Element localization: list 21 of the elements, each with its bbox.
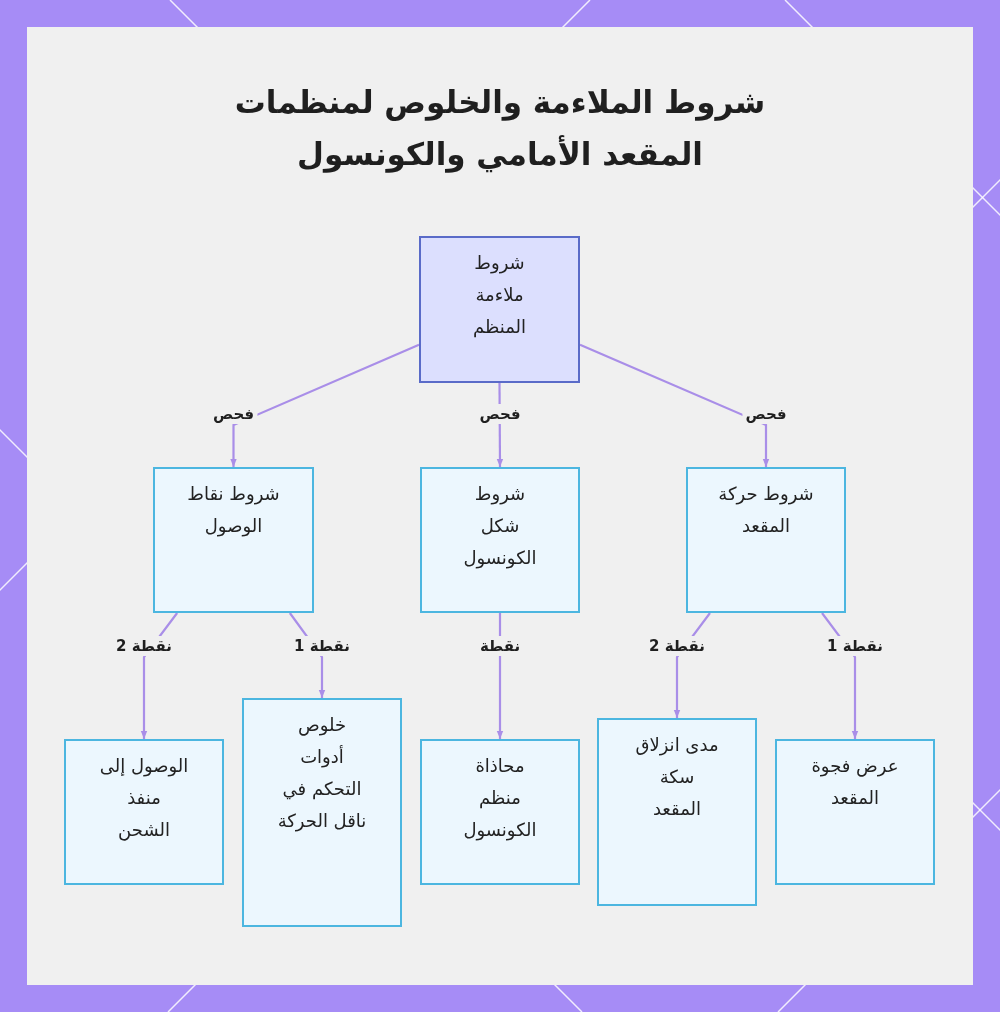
process-box: [64, 739, 224, 885]
process-box: [775, 739, 935, 885]
node-label: خلوص أدوات التحكم في ناقل الحركة: [276, 713, 368, 834]
node-label: شروط ملاءمة المنظم: [471, 251, 528, 340]
process-box: [153, 467, 314, 613]
node-label: شروط نقاط الوصول: [186, 482, 281, 539]
arrow: [230, 343, 420, 467]
node-label: الوصول إلى منفذ الشحن: [99, 754, 189, 843]
process-box: [420, 739, 580, 885]
process-box: [686, 467, 846, 613]
node-label: مدى انزلاق سكة المقعد: [634, 733, 720, 821]
process-box: [420, 467, 580, 613]
node-label: عرض فجوة المقعد: [810, 754, 900, 810]
process-box: [419, 236, 580, 383]
arrow: [579, 343, 770, 467]
diagram-title: شروط الملاءمة والخلوص لمنظمات المقعد الأمامي والكونسول: [233, 83, 767, 175]
process-box: [242, 698, 402, 927]
node-label: شروط حركة المقعد: [717, 482, 815, 538]
node-label: شروط شكل الكونسول: [462, 482, 538, 571]
node-label: محاذاة منظم الكونسول: [462, 754, 538, 843]
process-box: [597, 718, 757, 906]
